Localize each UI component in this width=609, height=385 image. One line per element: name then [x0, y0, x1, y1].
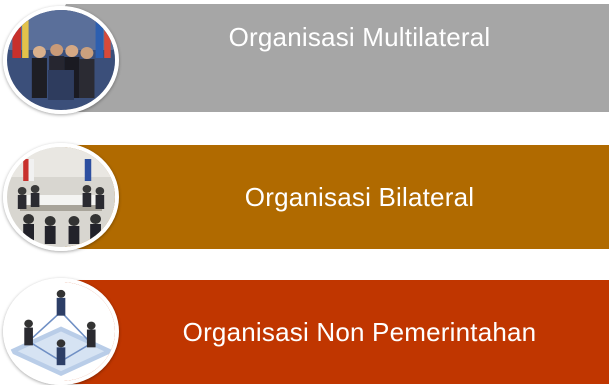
non-pemerintahan-banner: Organisasi Non Pemerintahan	[40, 280, 609, 384]
multilateral-banner: Organisasi Multilateral	[40, 4, 609, 112]
list-item-non-pemerintahan: Organisasi Non Pemerintahan	[0, 278, 609, 385]
bilateral-banner: Organisasi Bilateral	[40, 145, 609, 249]
multilateral-label: Organisasi Multilateral	[228, 22, 491, 52]
list-item-bilateral: Organisasi Bilateral	[0, 139, 609, 251]
bilateral-photo	[3, 143, 119, 251]
list-item-multilateral: Organisasi Multilateral	[0, 0, 609, 118]
multilateral-photo	[3, 6, 119, 114]
non-pemerintahan-photo	[3, 278, 119, 385]
non-pemerintahan-label: Organisasi Non Pemerintahan	[182, 316, 537, 347]
bilateral-label: Organisasi Bilateral	[244, 181, 475, 212]
